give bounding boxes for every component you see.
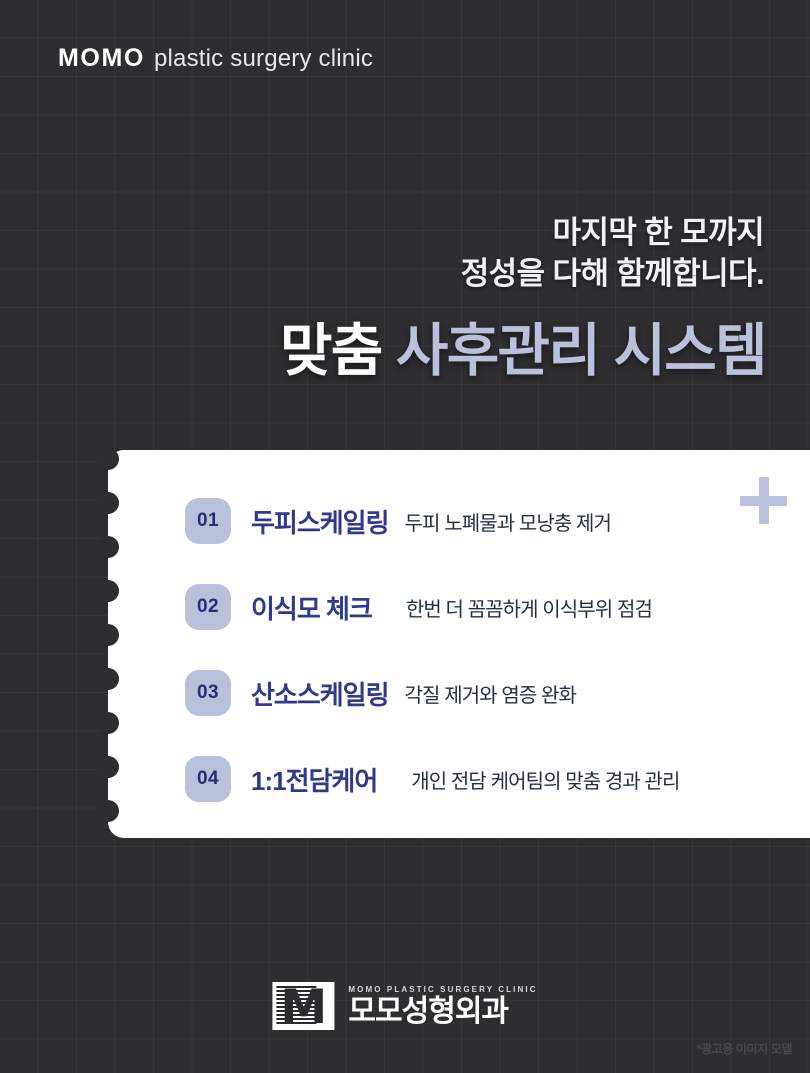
ticket-scallop-edge	[97, 448, 119, 838]
page-title-accent: 사후관리 시스템	[395, 319, 768, 383]
scallop-notch	[97, 448, 119, 470]
logo-stripes	[276, 986, 317, 1026]
scallop-notch	[97, 536, 119, 558]
list-item: 03 산소스케일링 각질 제거와 염증 완화	[185, 670, 770, 716]
list-item-title: 이식모 체크	[251, 593, 373, 624]
scallop-notch	[97, 712, 119, 734]
headline-block: 마지막 한 모까지 정성을 다해 함께합니다.	[460, 212, 765, 294]
list-item-number-badge: 02	[185, 584, 231, 630]
footer-clinic-name: 모모성형외과	[348, 995, 509, 1028]
scallop-notch	[97, 580, 119, 602]
service-ticket-card: 01 두피스케일링 두피 노폐물과 모낭충 제거 02 이식모 체크 한번 더 …	[97, 448, 810, 838]
plus-icon	[740, 477, 787, 524]
list-item-description: 개인 전담 케어팀의 맞춤 경과 관리	[411, 770, 680, 793]
momo-m-logo-icon: M	[272, 982, 335, 1030]
disclaimer-text: *광고용 이미지 모델	[696, 1042, 793, 1056]
logo-letter-m: M	[280, 982, 327, 1030]
service-list: 01 두피스케일링 두피 노폐물과 모낭충 제거 02 이식모 체크 한번 더 …	[185, 498, 770, 802]
headline-line-2: 정성을 다해 함께합니다.	[460, 256, 765, 292]
list-item-title: 1:1전담케어	[251, 765, 378, 796]
list-item-number-badge: 01	[185, 498, 231, 544]
scallop-notch	[97, 624, 119, 646]
footer-logo: M MOMO PLASTIC SURGERY CLINIC 모모성형외과	[272, 982, 537, 1030]
list-item: 04 1:1전담케어 개인 전담 케어팀의 맞춤 경과 관리	[185, 756, 770, 802]
footer-tagline: MOMO PLASTIC SURGERY CLINIC	[348, 985, 538, 994]
scallop-notch	[97, 800, 119, 822]
footer-logo-text: MOMO PLASTIC SURGERY CLINIC 모모성형외과	[348, 985, 537, 1027]
list-item-description: 각질 제거와 염증 완화	[404, 684, 577, 707]
page-title: 맞춤 사후관리 시스템	[279, 319, 768, 383]
page-title-emphasis: 맞춤	[279, 319, 383, 383]
brand-mark-text: MOMO	[58, 44, 145, 72]
list-item-title: 두피스케일링	[251, 507, 390, 538]
list-item: 02 이식모 체크 한번 더 꼼꼼하게 이식부위 점검	[185, 584, 770, 630]
brand-subtitle-text: plastic surgery clinic	[153, 45, 374, 72]
list-item-title: 산소스케일링	[251, 679, 390, 710]
list-item-number-badge: 04	[185, 756, 231, 802]
brand-logo-top: MOMO plastic surgery clinic	[58, 44, 373, 73]
headline-line-1: 마지막 한 모까지	[552, 215, 765, 250]
scallop-notch	[97, 756, 119, 778]
scallop-notch	[97, 668, 119, 690]
list-item-description: 한번 더 꼼꼼하게 이식부위 점검	[405, 598, 653, 621]
scallop-notch	[97, 492, 119, 514]
list-item-number-badge: 03	[185, 670, 231, 716]
list-item-description: 두피 노폐물과 모낭충 제거	[404, 512, 612, 535]
list-item: 01 두피스케일링 두피 노폐물과 모낭충 제거	[185, 498, 770, 544]
